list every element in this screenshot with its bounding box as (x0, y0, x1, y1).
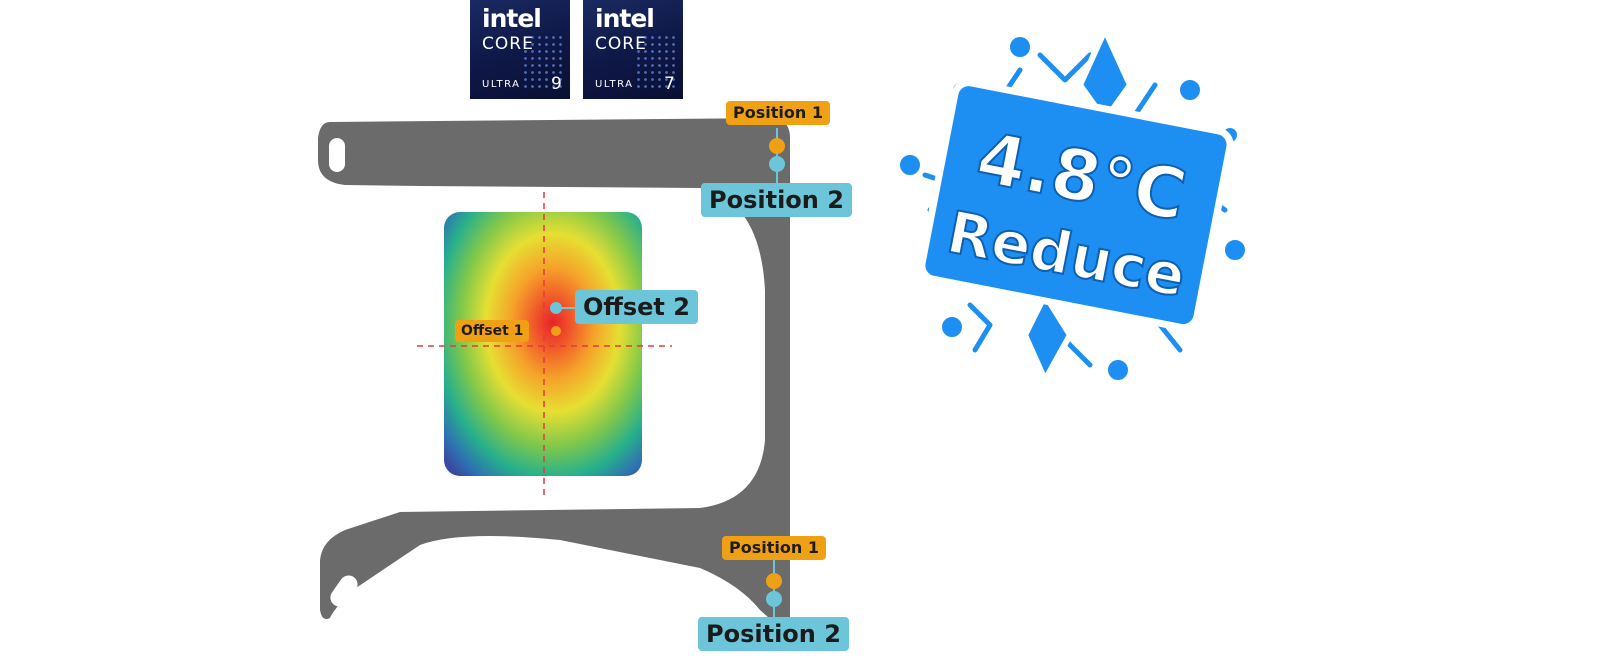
badge-tier: ULTRA (482, 79, 521, 90)
reduction-value: 4.8°C (970, 116, 1192, 237)
position1-dot-top (769, 138, 785, 154)
offset1-dot (551, 326, 561, 336)
badge-dot-pattern (635, 34, 679, 92)
heatmap-chip (444, 212, 642, 476)
offset2-dot (550, 302, 562, 314)
offset1-label: Offset 1 (455, 320, 530, 342)
badge-tier: ULTRA (595, 79, 634, 90)
reduction-card (918, 79, 1234, 332)
snowflake-badge: 4.8°C Reduce (896, 25, 1249, 390)
position1-label-top: Position 1 (726, 101, 830, 125)
badge-number: 9 (551, 74, 562, 94)
position1-dot-bottom (766, 573, 782, 589)
position2-dot-bottom (766, 591, 782, 607)
intel-core-ultra-9-badge: intel CORE ULTRA 9 (470, 0, 570, 99)
offset2-label: Offset 2 (575, 290, 698, 324)
position1-label-bottom: Position 1 (722, 536, 826, 560)
bracket-slot-bottom (330, 575, 358, 607)
intel-core-ultra-7-badge: intel CORE ULTRA 7 (583, 0, 683, 99)
badge-brand: intel (595, 4, 655, 33)
position2-dot-top (769, 156, 785, 172)
badge-line: CORE (482, 34, 534, 54)
mounting-bracket (318, 118, 790, 629)
badge-dot-pattern (522, 34, 566, 92)
bracket-slot-top (329, 138, 345, 172)
badge-brand: intel (482, 4, 542, 33)
badge-line: CORE (595, 34, 647, 54)
position2-label-top: Position 2 (701, 183, 852, 217)
snowflake-spikes (1021, 25, 1134, 387)
position2-label-bottom: Position 2 (698, 617, 849, 651)
badge-number: 7 (664, 74, 675, 94)
